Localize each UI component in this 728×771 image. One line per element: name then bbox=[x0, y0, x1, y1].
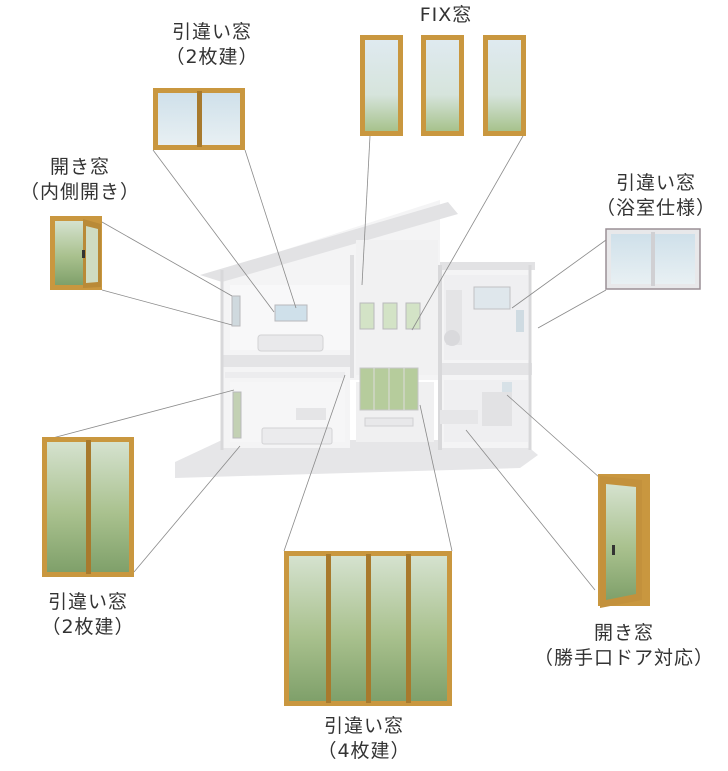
window-slider-4-bottom bbox=[284, 551, 452, 706]
label-backdoor: 開き窓 （勝手口ドア対応） bbox=[534, 621, 714, 671]
label-slider-2-left: 引違い窓 （2枚建） bbox=[41, 590, 134, 640]
label-line2: （内側開き） bbox=[19, 181, 141, 203]
leader-lines bbox=[44, 135, 607, 591]
house-cutaway bbox=[175, 200, 538, 478]
label-line1: 引違い窓 bbox=[323, 715, 404, 737]
window-fix-2 bbox=[421, 35, 464, 136]
label-casement-inward: 開き窓 （内側開き） bbox=[20, 155, 140, 205]
window-slider-2-left bbox=[42, 437, 134, 577]
label-slider-bathroom: 引違い窓 （浴室仕様） bbox=[596, 171, 716, 221]
window-slider-2-top bbox=[153, 88, 245, 150]
label-line1: 引違い窓 bbox=[615, 172, 697, 194]
window-fix-3 bbox=[483, 35, 526, 136]
label-line2: （勝手口ドア対応） bbox=[533, 647, 715, 669]
window-fix-1 bbox=[360, 35, 403, 136]
label-line2: （浴室仕様） bbox=[595, 197, 717, 219]
house-roof bbox=[200, 202, 458, 282]
label-line1: 開き窓 bbox=[49, 156, 111, 178]
label-line2: （2枚建） bbox=[41, 616, 135, 638]
label-line1: 開き窓 bbox=[593, 622, 655, 644]
label-line1: 引違い窓 bbox=[47, 591, 128, 613]
window-slider-bathroom bbox=[605, 228, 701, 290]
label-line1: 引違い窓 bbox=[171, 21, 252, 43]
label-line1: FIX窓 bbox=[419, 4, 473, 26]
window-backdoor bbox=[598, 474, 650, 608]
label-line2: （2枚建） bbox=[165, 46, 259, 68]
label-line2: （4枚建） bbox=[317, 740, 411, 762]
label-fix: FIX窓 bbox=[420, 3, 473, 28]
window-casement-inward bbox=[50, 216, 102, 290]
label-slider-2-top: 引違い窓 （2枚建） bbox=[165, 20, 258, 70]
label-slider-4-bottom: 引違い窓 （4枚建） bbox=[317, 714, 410, 764]
house-base bbox=[175, 440, 538, 478]
